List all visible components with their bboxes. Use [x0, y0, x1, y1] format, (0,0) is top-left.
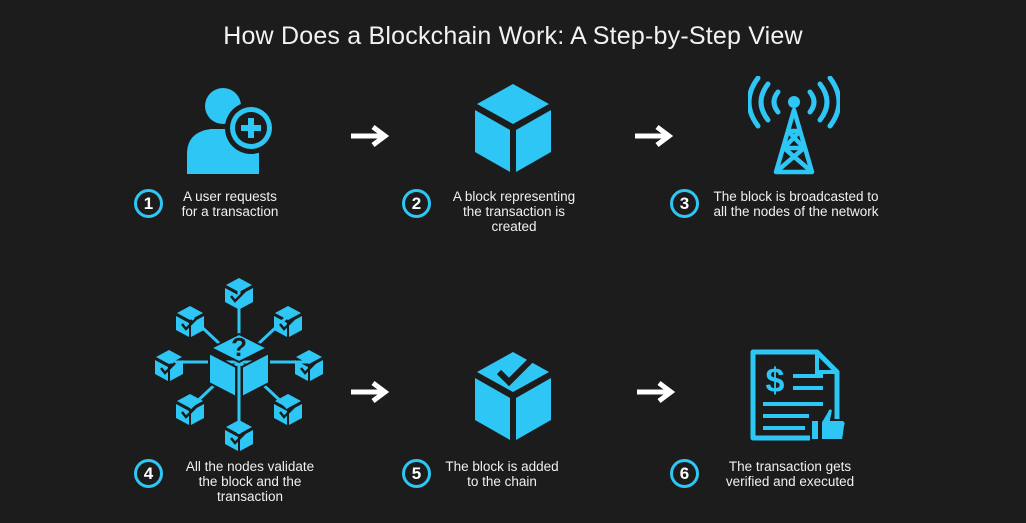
block-cube-icon [475, 84, 551, 172]
step-label: A user requests for a transaction [181, 189, 279, 219]
verified-block-icon [475, 352, 551, 440]
step-number-badge: 6 [670, 459, 699, 488]
step-number-badge: 1 [134, 189, 163, 218]
step-label: The transaction gets verified and execut… [725, 459, 855, 489]
step-label: A block representing the transaction is … [452, 189, 576, 234]
step-4: 4 All the nodes validate the block and t… [134, 459, 325, 504]
svg-text:$: $ [766, 362, 785, 400]
invoice-approved-icon: $ [750, 349, 847, 441]
diagram-title: How Does a Blockchain Work: A Step-by-St… [223, 22, 803, 50]
step-label: The block is added to the chain [445, 459, 559, 489]
arrow-right-icon [351, 125, 390, 147]
step-number-badge: 3 [670, 189, 699, 218]
arrow-right-icon [637, 381, 676, 403]
arrow-right-icon [351, 381, 390, 403]
node-network-icon: ? [153, 276, 325, 453]
arrow-right-icon [635, 125, 674, 147]
step-number-badge: 5 [402, 459, 431, 488]
step-2: 2 A block representing the transaction i… [402, 189, 585, 234]
step-5: 5 The block is added to the chain [402, 459, 561, 489]
step-label: The block is broadcasted to all the node… [713, 189, 879, 219]
broadcast-tower-icon [748, 76, 840, 175]
step-1: 1 A user requests for a transaction [134, 189, 285, 219]
step-3: 3 The block is broadcasted to all the no… [670, 189, 881, 219]
step-6: 6 The transaction gets verified and exec… [670, 459, 869, 489]
step-number-badge: 2 [402, 189, 431, 218]
svg-text:?: ? [231, 332, 247, 362]
step-number-badge: 4 [134, 459, 163, 488]
step-label: All the nodes validate the block and the… [185, 459, 315, 504]
user-add-icon [187, 88, 277, 174]
